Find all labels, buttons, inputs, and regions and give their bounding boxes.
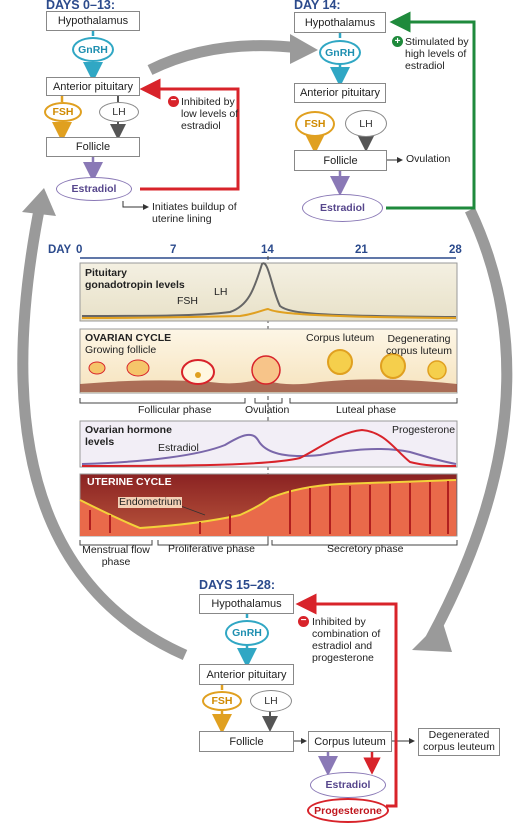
hypothalamus-box-days15-28: Hypothalamus (199, 594, 294, 614)
uterine-cycle-title: UTERINE CYCLE (87, 476, 172, 488)
cycle-arrow-left (17, 203, 188, 661)
degenerating-corpus-luteum-label: Degenerating corpus luteum (386, 333, 452, 358)
day-tick-14: 14 (261, 244, 274, 256)
hormone-panel-title: Ovarian hormone levels (85, 424, 172, 449)
lh-oval-days0-13: LH (99, 102, 139, 122)
lh-oval-day14: LH (345, 110, 387, 137)
fsh-curve (81, 307, 457, 319)
initiates-note: Initiates buildup of uterine lining (152, 201, 237, 226)
cycle-arrow-right (425, 207, 513, 643)
ovulation-label-day14: Ovulation (406, 153, 451, 165)
hypothalamus-box-day14: Hypothalamus (294, 12, 386, 33)
growing-follicle-label: Growing follicle (85, 344, 157, 356)
follicle-box-days0-13: Follicle (46, 137, 140, 157)
gnrh-oval-days15-28: GnRH (225, 620, 269, 646)
anterior-pituitary-box-day14: Anterior pituitary (294, 83, 386, 103)
header-days-0-13: DAYS 0–13: (46, 0, 116, 12)
fsh-oval-days15-28: FSH (202, 691, 242, 711)
inhibited-note-days0-13: Inhibited by low levels of estradiol (181, 96, 239, 133)
header-day-14: DAY 14: (294, 0, 341, 12)
day-tick-7: 7 (170, 244, 177, 256)
fsh-oval-days0-13: FSH (44, 102, 82, 122)
plus-circle-icon: + (392, 36, 403, 47)
luteal-phase-label: Luteal phase (336, 404, 397, 416)
follicle-box-days15-28: Follicle (199, 731, 294, 752)
proliferative-phase-label: Proliferative phase (168, 543, 255, 555)
follicular-phase-label: Follicular phase (138, 404, 212, 416)
lh-curve-label: LH (214, 286, 228, 298)
endometrium-label: Endometrium (118, 496, 183, 509)
day-tick-0: 0 (76, 244, 83, 256)
anterior-pituitary-box-days0-13: Anterior pituitary (46, 77, 140, 96)
estradiol-oval-day14: Estradiol (302, 194, 383, 222)
estradiol-curve (81, 433, 457, 465)
menstrual-phase-label: Menstrual flow phase (82, 544, 150, 569)
estradiol-oval-days0-13: Estradiol (56, 177, 132, 201)
gnrh-oval-days0-13: GnRH (72, 37, 114, 62)
follicle-box-day14: Follicle (294, 150, 387, 171)
gonadotropin-panel-title: Pituitary gonadotropin levels (85, 267, 185, 292)
day-axis-label: DAY (48, 244, 72, 256)
estradiol-curve-label: Estradiol (158, 442, 199, 454)
inhibition-arrow-days15-28 (295, 593, 398, 808)
degenerated-corpus-luteum-box: Degenerated corpus leuteum (418, 728, 500, 756)
lh-curve (81, 262, 457, 318)
corpus-luteum-box: Corpus luteum (308, 731, 392, 752)
fsh-curve-label: FSH (177, 295, 198, 307)
stimulation-arrow-day14 (386, 11, 476, 210)
stimulated-note: Stimulated by high levels of estradiol (405, 36, 469, 73)
hypothalamus-box-days0-13: Hypothalamus (46, 11, 140, 31)
minus-circle-icon: − (298, 616, 309, 627)
endometrium-glands (89, 481, 449, 534)
day-tick-28: 28 (449, 244, 462, 256)
inhibited-note-days15-28: Inhibited by combination of estradiol an… (312, 616, 381, 665)
gnrh-oval-day14: GnRH (319, 40, 361, 65)
cycle-arrow-top (147, 40, 301, 75)
header-days-15-28: DAYS 15–28: (199, 578, 275, 592)
estradiol-oval-days15-28: Estradiol (310, 772, 386, 798)
lh-oval-days15-28: LH (250, 690, 292, 712)
minus-circle-icon: − (168, 96, 179, 107)
progesterone-curve (81, 428, 457, 467)
day-tick-21: 21 (355, 244, 368, 256)
fsh-oval-day14: FSH (295, 111, 335, 137)
inhibition-arrow-days0-13 (139, 78, 240, 191)
progesterone-oval: Progesterone (307, 798, 389, 823)
ovarian-cycle-title: OVARIAN CYCLE (85, 332, 172, 344)
secretory-phase-label: Secretory phase (327, 543, 404, 555)
follicle-stage-icons (88, 349, 447, 385)
ovulation-phase-label: Ovulation (245, 404, 290, 416)
corpus-luteum-label: Corpus luteum (306, 332, 375, 344)
anterior-pituitary-box-days15-28: Anterior pituitary (199, 664, 294, 685)
progesterone-curve-label: Progesterone (392, 424, 456, 436)
